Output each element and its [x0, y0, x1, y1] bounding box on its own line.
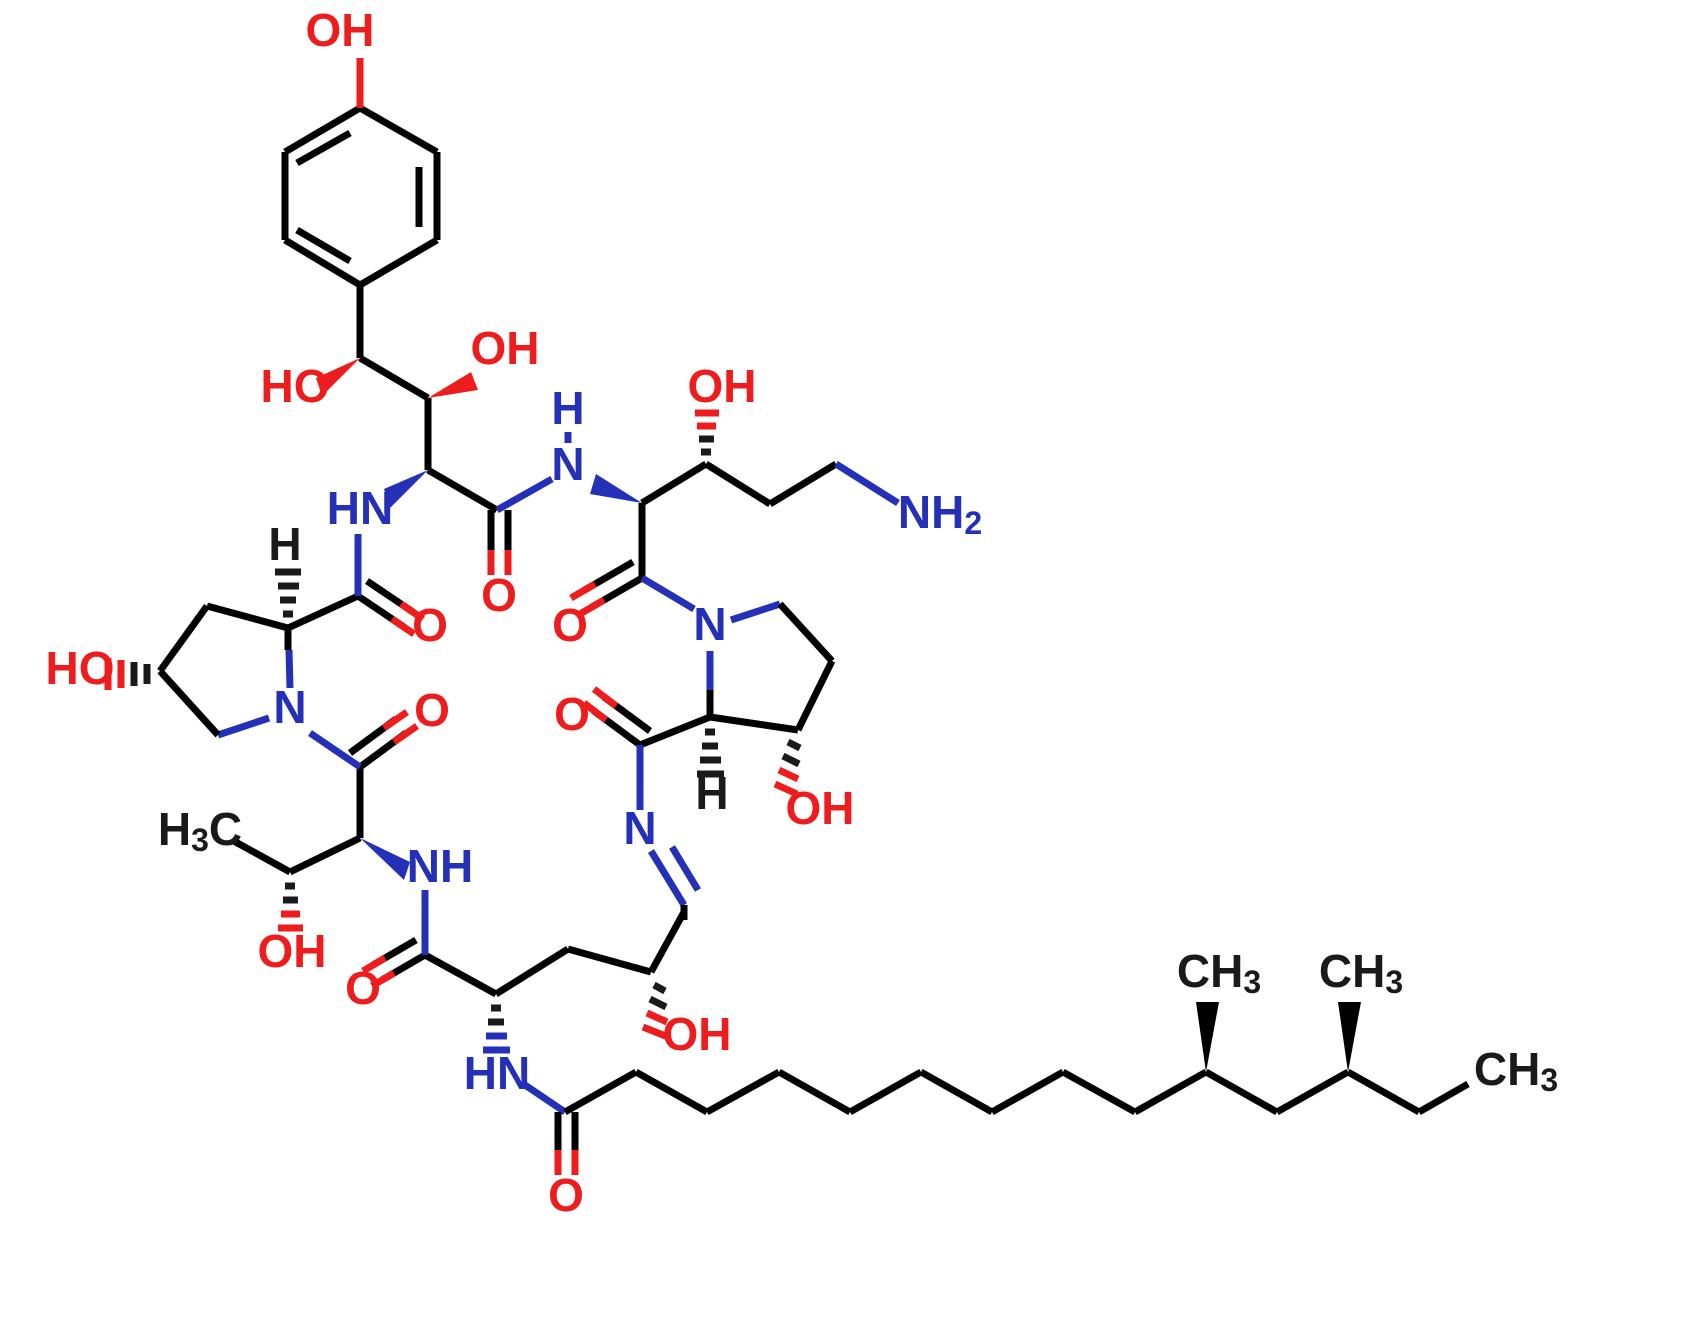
amide-n-top-label: N — [551, 438, 584, 490]
orn-beta-to-gamma-bond — [704, 461, 772, 507]
carbonyl-bond-6a-o — [390, 616, 416, 637]
amide-h-top-label: H — [551, 382, 584, 434]
thr-oh-hash-wedge — [278, 882, 303, 932]
benzylic-ho-wedge — [316, 358, 360, 396]
chain-terminal-methyl-label: CH3 — [1474, 1043, 1558, 1098]
pro-n-right-label: N — [693, 598, 726, 650]
carbonyl-bond-5b-o — [382, 709, 409, 731]
phenol-ring — [281, 104, 441, 289]
carbonyl-bond-5a-o — [392, 723, 419, 745]
orn-delta-to-n-bond — [834, 461, 900, 506]
hyp-h-hash-wedge — [275, 568, 301, 618]
carbonyl-o-1-label: O — [481, 569, 517, 621]
acyl-hn-label: HN — [464, 1047, 530, 1099]
hyp-n-left-label: N — [273, 681, 306, 733]
beta-oh-label: OH — [471, 322, 540, 374]
pro-h-right-label: H — [695, 767, 728, 819]
homo-to-ch2-bond — [567, 945, 652, 976]
orn-alpha-to-beta-bond — [640, 461, 708, 506]
alpha-to-carbonyl-bond — [426, 466, 499, 514]
carbonyl-bond-3a-o — [581, 700, 609, 723]
right-pyrrolidine-ring — [706, 600, 836, 734]
pro-h-hash-wedge — [697, 728, 724, 778]
fatty-acyl-chain — [563, 1068, 1470, 1116]
amide-hn-left-label: HN — [327, 482, 393, 534]
acyl-hn-hash-wedge — [483, 1004, 510, 1054]
pro-to-carbonyl-bond — [638, 713, 712, 749]
carbonyl-bond-2a-o — [578, 596, 606, 618]
benzylic-ho-label: HO — [261, 360, 330, 412]
homo-oh-label: OH — [663, 1008, 732, 1060]
imine-n-label: N — [623, 802, 656, 854]
imine-double-b — [669, 845, 701, 892]
chain-methyl-b-label: CH3 — [1319, 945, 1403, 1000]
orn-alpha-n-wedge — [590, 474, 642, 503]
carbonyl-o-3-label: O — [554, 688, 590, 740]
imine-double-a — [648, 849, 687, 907]
hyp-ho-hash-wedge — [104, 658, 151, 690]
chain-methyl-a-label: CH3 — [1177, 945, 1261, 1000]
orn-gamma-to-delta-bond — [768, 461, 838, 507]
pro-oh-hash-wedge — [773, 738, 802, 798]
thr-nh-label: NH — [407, 840, 473, 892]
thr-alpha-to-beta-bond — [288, 834, 362, 876]
carbonyl-o-2-label: O — [552, 599, 588, 651]
carbonyl-bond-3b-o — [591, 686, 619, 709]
left-pyrrolidine-ring — [157, 602, 294, 739]
thr-oh-label: OH — [258, 925, 327, 977]
benzylic-to-beta-bond — [358, 354, 430, 402]
carbonyl-to-pro-n-bond — [640, 574, 696, 613]
ch2-to-alpha-bond — [494, 946, 570, 997]
carbonyl-o-7-label: O — [548, 1169, 584, 1221]
carbonyl-bond-4b-o — [361, 954, 387, 975]
aromatic-inner-bond — [295, 226, 352, 265]
alpha-to-carbonyl-4-bond — [423, 951, 498, 998]
terminal-nh2-label: NH2 — [898, 486, 982, 541]
carbonyl-o-6-label: O — [412, 599, 448, 651]
thr-methyl-label: H3C — [158, 803, 242, 858]
orn-oh-label: OH — [688, 360, 757, 412]
hyp-to-carbonyl-bond — [286, 592, 360, 632]
beta-oh-wedge — [428, 372, 478, 398]
aromatic-inner-bond — [295, 129, 352, 167]
carbonyl-to-amide-n-bond — [495, 475, 554, 514]
carbonyl-to-hyp-n-bond — [308, 730, 362, 770]
thr-beta-to-methyl-bond — [230, 836, 292, 876]
homo-oh-hash-wedge — [641, 981, 670, 1041]
hyp-ho-left-label: HO — [46, 642, 115, 694]
carbonyl-bond-4a-o — [370, 969, 396, 990]
chain-methyl-a-wedge — [1196, 1002, 1219, 1072]
phenol-oh-label: OH — [306, 4, 375, 56]
carbonyl-o-5-label: O — [414, 684, 450, 736]
alpha-hn-wedge — [384, 470, 428, 508]
hn-to-acyl-carbonyl-bond — [520, 1080, 567, 1115]
hyp-h-left-label: H — [268, 518, 301, 570]
pro-oh-right-label: OH — [786, 782, 855, 834]
imine-to-choh-bond — [647, 910, 688, 974]
orn-oh-hash-wedge — [695, 409, 719, 456]
carbonyl-o-4-label: O — [345, 962, 381, 1014]
carbonyl-bond-2b-o — [569, 580, 597, 602]
carbonyl-bond-6b-o — [399, 601, 425, 622]
thr-nh-wedge — [360, 838, 410, 880]
chain-methyl-b-wedge — [1338, 1002, 1361, 1072]
